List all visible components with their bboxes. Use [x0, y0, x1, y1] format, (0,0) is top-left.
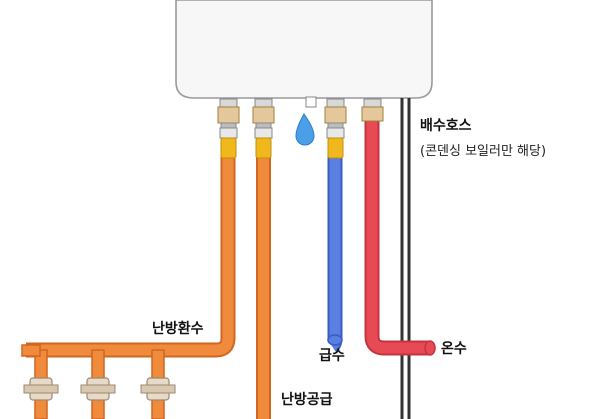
drain-hose-note: (콘덴싱 보일러만 해당)	[420, 144, 547, 159]
heating-return-pipe	[21, 145, 236, 419]
water-drop-icon	[295, 113, 315, 146]
boiler-body	[175, 0, 433, 99]
manifold-valve-3	[140, 377, 176, 401]
drain-hose-label: 배수호스	[420, 118, 472, 134]
cold-water-pipe	[326, 145, 343, 353]
drain-hose	[400, 98, 411, 419]
fitting-heating-return	[217, 98, 240, 159]
heating-return-label: 난방환수	[152, 321, 204, 337]
manifold-valve-2	[80, 377, 116, 401]
hot-water-pipe	[364, 118, 436, 356]
drain-valve	[305, 96, 317, 108]
heating-supply-pipe	[256, 145, 271, 419]
fitting-heating-supply	[252, 98, 275, 159]
hot-water-label: 온수	[441, 341, 467, 357]
fitting-cold-water	[324, 98, 347, 159]
cold-water-label: 급수	[319, 348, 345, 364]
manifold-valve-1	[23, 377, 59, 401]
fitting-hot-water	[361, 98, 384, 122]
heating-supply-label: 난방공급	[281, 392, 333, 408]
